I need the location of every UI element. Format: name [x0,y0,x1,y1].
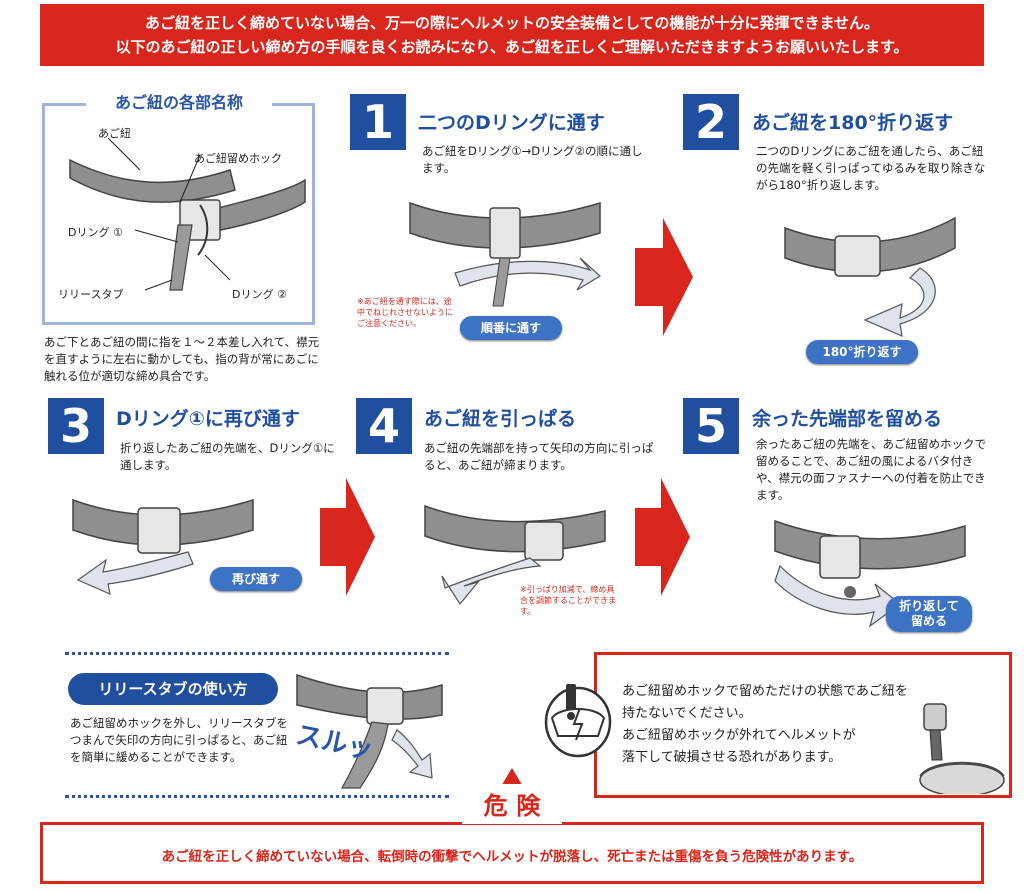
danger-text: あご紐を正しく締めていない場合、転倒時の衝撃でヘルメットが脱落し、死亡または重傷… [161,849,863,865]
step-1-caution: ※あご紐を通す際には、途中でねじれさせないようにご注意ください。 [357,297,453,328]
dotted-divider-top [65,652,449,655]
arrow-right-icon [320,478,375,596]
step-4-number: 4 [356,398,412,454]
step-1-title: 二つのDリングに通す [418,112,605,134]
step-2-title: あご紐を180°折り返す [752,112,954,134]
step-4-illustration [424,504,606,606]
step-3-title: Dリング①に再び通す [116,408,300,430]
falling-helmet-warning-icon [544,684,612,758]
step-4-title: あご紐を引っぱる [424,408,577,430]
label-strap-hook: あご紐留めホック [194,152,282,165]
fit-guidance-note: あご下とあご紐の間に指を１～２本差し入れて、襟元を直すように左右に動かしても、指… [44,335,320,383]
top-warning-banner: あご紐を正しく締めていない場合、万一の際にヘルメットの安全装備としての機能が十分… [40,4,984,66]
handling-warning-text: あご紐留めホックで留めただけの状態であご紐を 持たないでください。 あご紐留めホ… [622,681,908,769]
danger-label-right: 険 [516,791,541,820]
helmet-held-by-strap-icon [919,703,1005,794]
step-3-illustration [72,498,254,596]
step-5-pill-line-1: 折り返して [899,599,959,613]
step-5-label-pill: 折り返して 留める [886,596,972,632]
dotted-divider-bottom [65,795,449,798]
step-2-desc: 二つのDリングにあご紐を通したら、あご紐の先端を軽く引っぱってゆるみを取り除きな… [756,144,986,192]
warning-line-1: あご紐留めホックで留めただけの状態であご紐を [622,684,908,699]
release-tab-illustration [296,673,443,789]
arrow-right-icon [635,218,693,336]
step-3-desc: 折り返したあご紐の先端を、Dリング①に通します。 [120,441,335,472]
step-4-desc: あご紐の先端部を持って矢印の方向に引っぱると、あご紐が締まります。 [424,441,654,472]
label-release-tab: リリースタブ [58,288,124,301]
danger-label-left: 危 [483,791,508,820]
label-d-ring-1: Dリング ① [68,226,123,239]
step-5-title: 余った先端部を留める [752,408,943,430]
banner-line-1: あご紐を正しく締めていない場合、万一の際にヘルメットの安全装備としての機能が十分… [144,14,880,32]
banner-line-2: 以下のあご紐の正しい締め方の手順を良くお読みになり、あご紐を正しくご理解いただき… [115,38,909,56]
parts-title: あご紐の各部名称 [86,91,272,115]
step-4-adjust-note: ※引っぱり加減で、締め具合を調節することができます。 [520,585,616,616]
step-5-pill-line-2: 留める [910,614,947,628]
step-1-number: 1 [350,94,406,150]
step-5-illustration [774,519,966,628]
step-1-desc: あご紐をDリング①→Dリング②の順に通します。 [422,144,643,175]
step-1-label-pill: 順番に通す [460,316,562,340]
step-2-number: 2 [683,94,739,150]
parts-diagram [69,137,306,291]
step-5-desc: 余ったあご紐の先端を、あご紐留めホックで留めることで、あご紐の風によるバタ付きや… [756,437,986,502]
release-tab-desc: あご紐留めホックを外し、リリースタブをつまんで矢印の方向に引っぱると、あご紐を簡… [70,716,288,764]
warning-line-4: 落下して破損させる恐れがあります。 [622,750,842,765]
step-2-illustration [784,216,956,337]
label-chin-strap: あご紐 [98,127,131,140]
danger-label: 危!険 [462,784,562,824]
step-1-illustration [409,201,602,307]
release-tab-title: リリースタブの使い方 [68,673,278,705]
step-3-number: 3 [48,398,104,454]
step-2-label-pill: 180°折り返す [806,340,918,364]
label-d-ring-2: Dリング ② [232,288,287,301]
arrow-right-icon [635,478,690,596]
warning-line-2: 持たないでください。 [622,706,752,721]
step-3-label-pill: 再び通す [210,567,302,591]
exclamation-icon: ! [507,793,517,817]
step-5-number: 5 [683,398,739,454]
warning-line-3: あご紐留めホックが外れてヘルメットが [622,728,856,743]
